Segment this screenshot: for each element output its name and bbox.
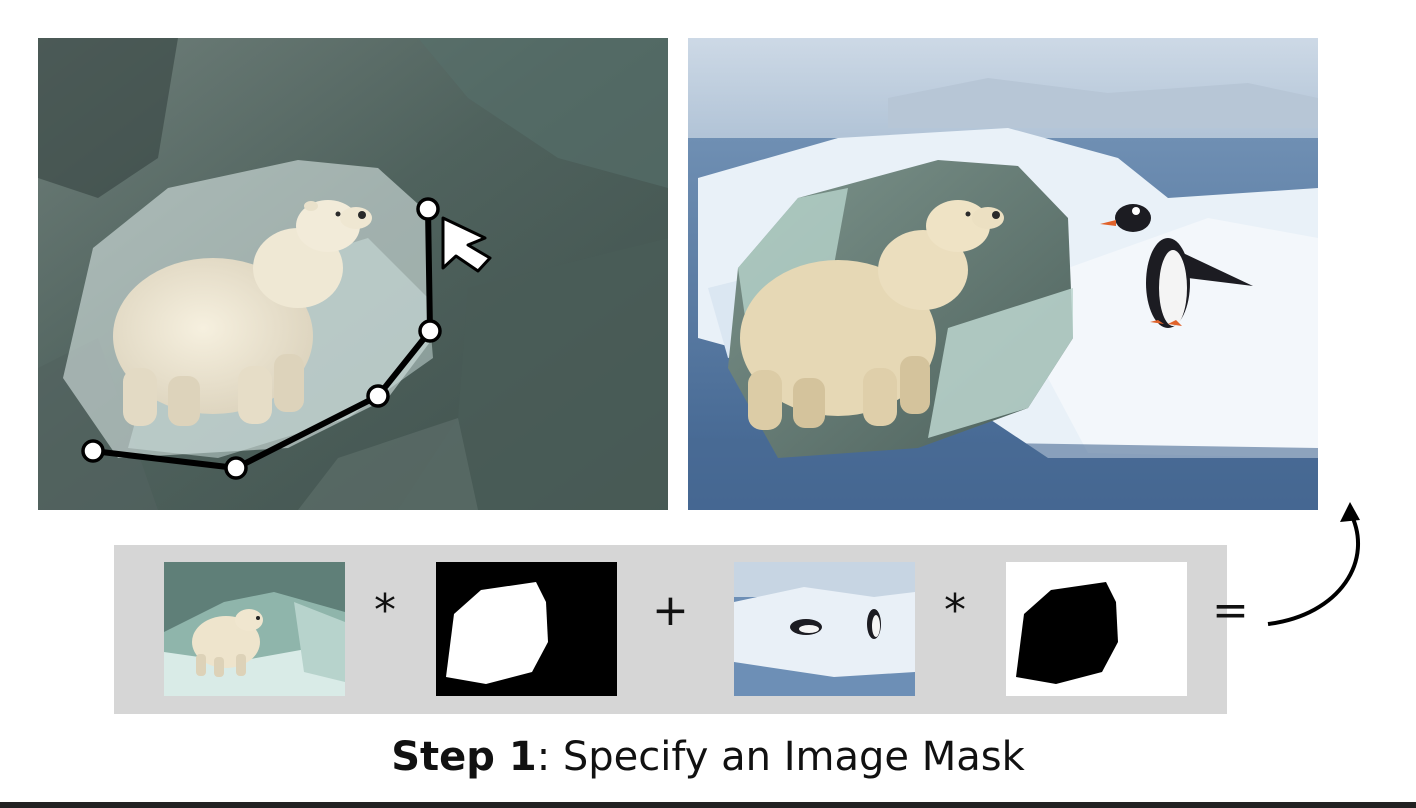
penguin bbox=[1100, 204, 1253, 328]
composite-image-canvas bbox=[688, 38, 1318, 510]
equals-operator: = bbox=[1212, 585, 1249, 636]
step-description: Specify an Image Mask bbox=[562, 734, 1025, 780]
inverse-mask-thumbnail bbox=[1006, 562, 1187, 696]
result-arrow-icon bbox=[1267, 502, 1361, 626]
bottom-divider bbox=[0, 802, 1416, 808]
caption-separator: : bbox=[536, 734, 563, 780]
step-label: Step 1 bbox=[391, 734, 537, 780]
step-caption: Step 1: Specify an Image Mask bbox=[0, 734, 1416, 780]
multiply-operator: * bbox=[374, 585, 396, 636]
source-image-panel[interactable] bbox=[38, 38, 668, 510]
polygon-handle[interactable] bbox=[224, 456, 248, 480]
mask-thumbnail bbox=[436, 562, 617, 696]
polygon-handle[interactable] bbox=[366, 384, 390, 408]
target-thumbnail bbox=[734, 562, 915, 696]
composite-result-panel bbox=[688, 38, 1318, 510]
polygon-handle[interactable] bbox=[416, 197, 440, 221]
source-thumbnail bbox=[164, 562, 345, 696]
polar-bear bbox=[740, 200, 1004, 430]
plus-operator: + bbox=[652, 585, 689, 636]
polygon-handle[interactable] bbox=[81, 439, 105, 463]
polygon-handle[interactable] bbox=[418, 319, 442, 343]
mouse-cursor-icon bbox=[441, 216, 492, 273]
multiply-operator: * bbox=[944, 585, 966, 636]
compositing-formula: * + * = bbox=[114, 545, 1249, 714]
polar-bear bbox=[113, 200, 372, 426]
source-image-canvas bbox=[38, 38, 668, 510]
